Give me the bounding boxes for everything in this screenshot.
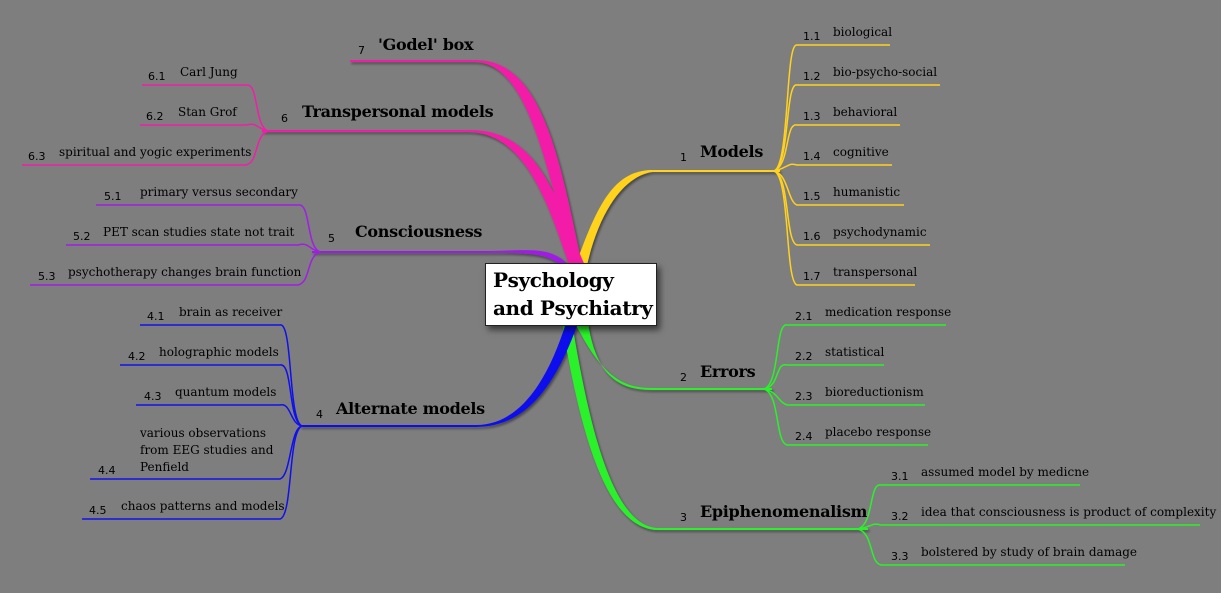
sub-6.2-connector	[140, 123, 269, 132]
node-1.4-number: 1.4	[803, 150, 821, 163]
node-4.1-number: 4.1	[147, 310, 165, 323]
node-5.2-label[interactable]: PET scan studies state not trait	[103, 225, 295, 239]
node-4.2-number: 4.2	[128, 350, 146, 363]
node-4.3-number: 4.3	[144, 390, 162, 403]
node-5.3-number: 5.3	[38, 270, 56, 283]
sub-3.2-connector	[857, 523, 1200, 530]
node-4.2-label[interactable]: holographic models	[159, 345, 279, 359]
node-4.5-label[interactable]: chaos patterns and models	[121, 499, 285, 513]
sub-4.2-connector	[120, 364, 303, 427]
branch-2-number: 2	[680, 371, 687, 384]
branch-5-number: 5	[328, 232, 335, 245]
node-1.1-label[interactable]: biological	[833, 25, 893, 39]
branch-2-label[interactable]: Errors	[700, 362, 756, 381]
branch-4-number: 4	[316, 408, 323, 421]
sub-4.1-connector	[140, 324, 303, 427]
central-topic-title: Psychology and Psychiatry	[493, 268, 653, 320]
node-2.3-number: 2.3	[795, 390, 813, 403]
node-1.3-label[interactable]: behavioral	[833, 105, 898, 119]
branch-1-connector	[574, 170, 780, 270]
branch-6-label[interactable]: Transpersonal models	[302, 102, 494, 121]
node-1.6-label[interactable]: psychodynamic	[833, 225, 927, 239]
sub-2.2-connector	[763, 364, 884, 390]
branch-3-label[interactable]: Epiphenomenalism	[700, 502, 868, 521]
branch-4-label[interactable]: Alternate models	[336, 399, 485, 418]
node-1.1-number: 1.1	[803, 30, 821, 43]
node-1.7-number: 1.7	[803, 270, 821, 283]
branch-5-label[interactable]: Consciousness	[355, 222, 483, 241]
node-6.1-number: 6.1	[148, 70, 166, 83]
branch-7-label[interactable]: 'Godel' box	[378, 35, 474, 54]
sub-3.3-connector	[857, 528, 1125, 566]
branch-3-connector	[562, 323, 868, 531]
node-5.3-label[interactable]: psychotherapy changes brain function	[68, 265, 302, 279]
node-1.5-label[interactable]: humanistic	[833, 185, 901, 199]
sub-5.2-connector	[66, 243, 321, 253]
node-1.3-number: 1.3	[803, 110, 821, 123]
node-1.2-label[interactable]: bio-psycho-social	[833, 65, 938, 79]
node-2.4-number: 2.4	[795, 430, 813, 443]
sub-4.5-connector	[82, 425, 303, 520]
branch-7-number: 7	[358, 44, 365, 57]
sub-6.3-connector	[22, 130, 269, 166]
sub-4.3-connector	[136, 404, 303, 427]
sub-2.4-connector	[763, 388, 928, 446]
node-3.3-number: 3.3	[891, 550, 909, 563]
node-2.3-label[interactable]: bioreductionism	[825, 385, 924, 399]
node-5.1-label[interactable]: primary versus secondary	[140, 185, 298, 199]
node-5.1-number: 5.1	[104, 190, 122, 203]
node-2.1-label[interactable]: medication response	[825, 305, 952, 319]
branch-3-number: 3	[680, 511, 687, 524]
node-4.4-number: 4.4	[98, 464, 116, 477]
sub-1.2-connector	[773, 84, 940, 172]
sub-1.1-connector	[773, 44, 890, 172]
branch-1-label[interactable]: Models	[700, 142, 764, 161]
sub-2.1-connector	[763, 324, 946, 390]
node-3.2-label[interactable]: idea that consciousness is product of co…	[921, 505, 1217, 519]
sub-3.1-connector	[857, 484, 1080, 530]
node-3.2-number: 3.2	[891, 510, 909, 523]
node-6.3-label[interactable]: spiritual and yogic experiments	[59, 145, 252, 159]
node-4.5-number: 4.5	[89, 504, 107, 517]
node-1.7-label[interactable]: transpersonal	[833, 265, 918, 279]
node-4.4-label[interactable]: various observations from EEG studies an…	[140, 426, 274, 474]
node-4.1-label[interactable]: brain as receiver	[179, 305, 283, 319]
node-5.2-number: 5.2	[73, 230, 91, 243]
sub-5.1-connector	[96, 204, 321, 253]
node-2.2-number: 2.2	[795, 350, 813, 363]
branch-5-connector	[312, 250, 573, 272]
sub-1.7-connector	[773, 170, 915, 286]
sub-2.3-connector	[763, 388, 925, 406]
sub-1.4-connector	[773, 163, 892, 172]
node-6.3-number: 6.3	[28, 150, 46, 163]
node-3.1-number: 3.1	[891, 470, 909, 483]
node-6.1-label[interactable]: Carl Jung	[180, 65, 238, 79]
node-1.4-label[interactable]: cognitive	[833, 145, 889, 159]
sub-5.3-connector	[30, 251, 321, 286]
node-1.2-number: 1.2	[803, 70, 821, 83]
central-topic[interactable]: Psychology and Psychiatry	[485, 263, 657, 326]
node-2.1-number: 2.1	[795, 310, 813, 323]
sub-1.3-connector	[773, 124, 900, 172]
node-3.3-label[interactable]: bolstered by study of brain damage	[921, 545, 1138, 559]
node-4.3-label[interactable]: quantum models	[175, 385, 277, 399]
node-1.6-number: 1.6	[803, 230, 821, 243]
node-1.5-number: 1.5	[803, 190, 821, 203]
branch-1-number: 1	[680, 151, 687, 164]
node-6.2-number: 6.2	[146, 110, 164, 123]
node-2.2-label[interactable]: statistical	[825, 345, 885, 359]
sub-6.1-connector	[142, 84, 269, 132]
branch-6-number: 6	[281, 112, 288, 125]
node-6.2-label[interactable]: Stan Grof	[178, 105, 237, 119]
node-3.1-label[interactable]: assumed model by medicne	[921, 465, 1090, 479]
node-2.4-label[interactable]: placebo response	[825, 425, 932, 439]
